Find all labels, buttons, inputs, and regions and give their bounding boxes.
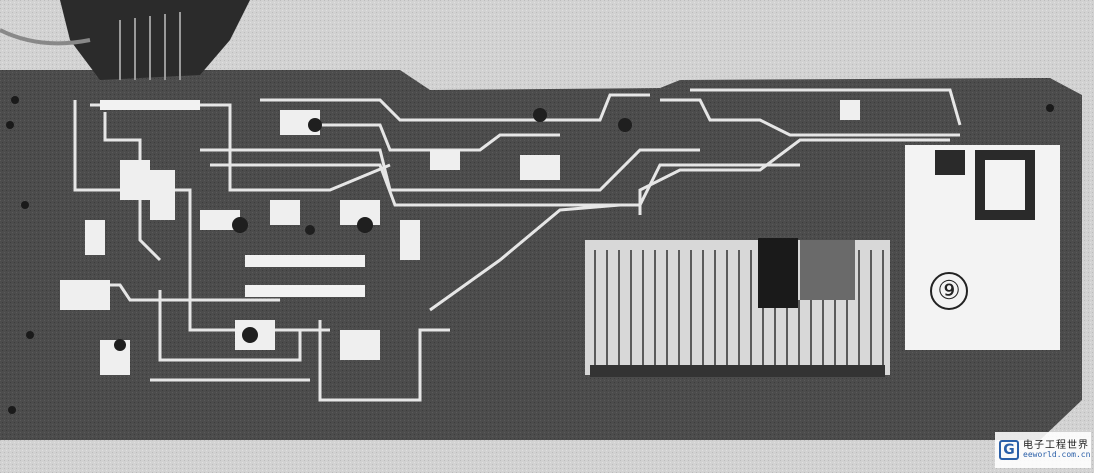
wire [0, 28, 91, 46]
ribbon-cable [60, 0, 250, 80]
eeworld-logo-icon: G [999, 440, 1019, 460]
mounting-holes [6, 96, 1054, 414]
chip [758, 238, 798, 308]
component-bodies [114, 108, 632, 351]
watermark-name: 电子工程世界 [1023, 440, 1089, 452]
watermark-url: eeworld.com.cn [1023, 450, 1091, 460]
ic-pin-rows [100, 100, 365, 297]
watermark: G 电子工程世界 eeworld.com.cn [995, 432, 1091, 468]
figure-number-label: ⑨ [930, 272, 968, 310]
component-pads [60, 100, 860, 375]
connector-pads [590, 365, 885, 377]
connector-traces [594, 250, 884, 370]
watermark-text: 电子工程世界 eeworld.com.cn [1023, 440, 1090, 460]
